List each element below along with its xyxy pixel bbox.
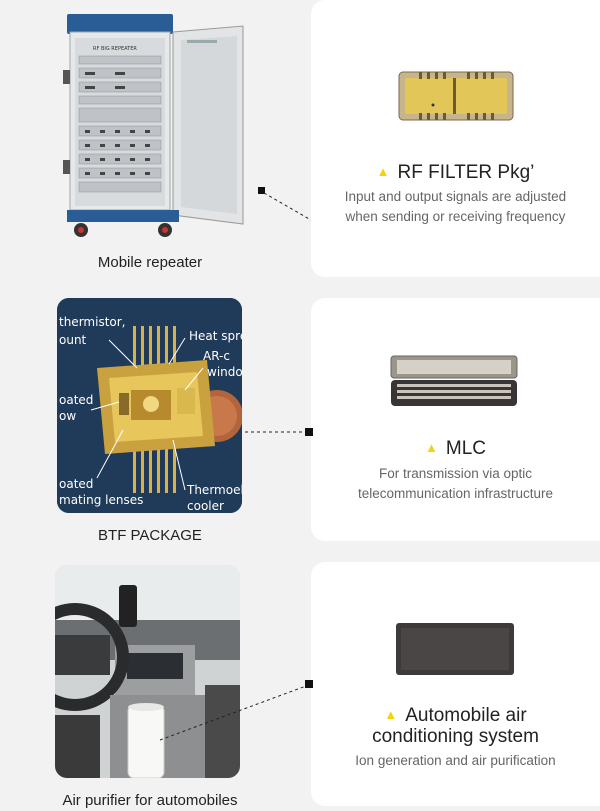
label-coated: oated: [59, 393, 93, 407]
label-thermistor: thermistor,: [59, 315, 126, 329]
rf-filter-image: [398, 71, 514, 121]
card-description: Ion generation and air purification: [355, 753, 556, 768]
cabinet-label: RF BIG REPEATER: [93, 46, 137, 52]
card-title: ▲RF FILTER Pkg’: [376, 162, 535, 183]
card-description: Input and output signals are adjusted wh…: [344, 189, 567, 224]
mobile-repeater-image: RF BIG REPEATER: [63, 14, 244, 237]
car-interior-image: [55, 565, 240, 778]
card-rf-filter: ▲RF FILTER Pkg’ Input and output signals…: [311, 0, 600, 277]
label-ar-coated: AR-c: [203, 349, 230, 363]
label-cooler: cooler: [187, 499, 224, 513]
card-title-line2: conditioning system: [372, 726, 539, 747]
card-automobile-air: ▲Automobile air conditioning system Ion …: [311, 562, 600, 806]
label-heat-spreader: Heat spre: [189, 329, 242, 343]
btf-package-photo: thermistor, ount Heat spre AR-c windo oa…: [57, 298, 242, 513]
label-mount: ount: [59, 333, 87, 347]
card-description: For transmission via optic telecommunica…: [357, 466, 554, 501]
label-lenses: mating lenses: [59, 493, 143, 507]
caption-btf-package: BTF PACKAGE: [98, 527, 202, 544]
connector-2: [245, 428, 313, 436]
label-window: windo: [207, 365, 242, 379]
air-purifier-photo: [55, 565, 240, 778]
caption-mobile-repeater: Mobile repeater: [97, 254, 203, 271]
connector-1: [258, 187, 312, 221]
triangle-bullet-icon: ▲: [425, 440, 438, 455]
card-title: ▲Automobile air: [384, 705, 527, 726]
card-mlc: ▲MLC For transmission via optic telecomm…: [311, 298, 600, 541]
triangle-bullet-icon: ▲: [384, 707, 398, 722]
caption-air-purifier: Air purifier for automobiles: [62, 792, 238, 809]
card-title: ▲MLC: [425, 438, 486, 459]
mlc-image: [390, 355, 518, 406]
label-window-left: ow: [59, 409, 76, 423]
label-thermoelectric: Thermoel: [186, 483, 242, 497]
label-coated-2: oated: [59, 477, 93, 491]
btf-package-image: thermistor, ount Heat spre AR-c windo oa…: [57, 298, 242, 513]
triangle-bullet-icon: ▲: [376, 164, 390, 179]
air-conditioning-device-image: [396, 623, 514, 675]
